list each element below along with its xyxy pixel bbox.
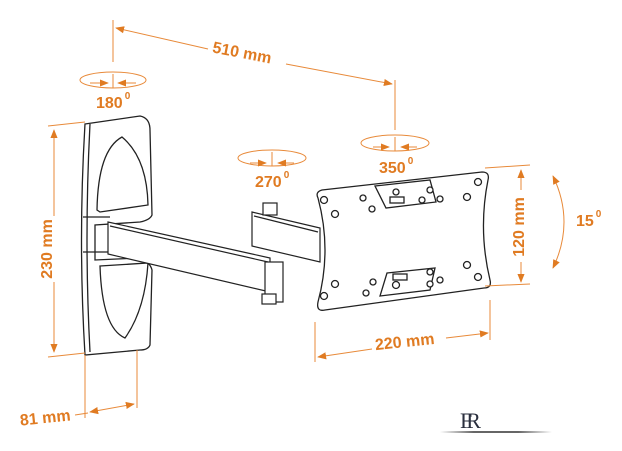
dimension-120mm [484, 164, 531, 287]
vesa-plate [316, 171, 492, 311]
tilt-15-icon [552, 175, 565, 269]
rotation-180-icon [79, 71, 147, 89]
arm-segment-2 [251, 202, 321, 263]
dimension-220mm [314, 300, 491, 362]
dimension-81mm [74, 350, 138, 418]
dimension-230mm [47, 121, 86, 358]
logo-underline [440, 431, 552, 433]
dimension-510mm [112, 20, 396, 130]
rotation-270-icon [237, 149, 307, 167]
rotation-350-icon [360, 134, 430, 152]
label-120mm: 120 mm [510, 197, 528, 257]
arm-segment-1 [107, 221, 284, 305]
wall-plate [80, 115, 153, 356]
label-230mm: 230 mm [38, 219, 56, 279]
